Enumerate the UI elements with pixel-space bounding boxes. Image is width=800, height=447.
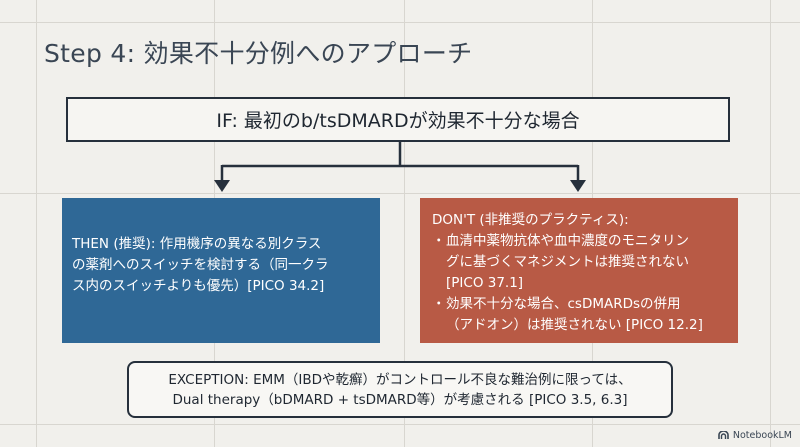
notebooklm-logo-icon bbox=[718, 431, 729, 439]
grid-line bbox=[36, 0, 37, 447]
grid-line bbox=[404, 0, 405, 447]
then-line: THEN (推奨): 作用機序の異なる別クラス bbox=[72, 236, 322, 252]
bullet-line: （アドオン）は推奨されない [PICO 12.2] bbox=[446, 317, 703, 333]
bullet-line: 血清中薬物抗体や血中濃度のモニタリン bbox=[446, 233, 689, 249]
exception-line: Dual therapy（bDMARD + tsDMARD等）が考慮される [P… bbox=[172, 392, 628, 408]
grid-line bbox=[770, 0, 771, 447]
dont-heading: DON'T (非推奨のプラクティス): bbox=[432, 212, 629, 228]
bullet-dot: ・ bbox=[432, 296, 446, 312]
bullet-dot: ・ bbox=[432, 233, 446, 249]
left-arrowhead bbox=[214, 180, 230, 192]
exception-line: EXCEPTION: EMM（IBDや乾癬）がコントロール不良な難治例に限っては… bbox=[168, 372, 632, 388]
if-condition-box: IF: 最初のb/tsDMARDが効果不十分な場合 bbox=[66, 97, 730, 142]
exception-box: EXCEPTION: EMM（IBDや乾癬）がコントロール不良な難治例に限っては… bbox=[127, 361, 673, 418]
notebooklm-watermark: NotebookLM bbox=[718, 430, 792, 441]
then-line: の薬剤へのスイッチを検討する（同一クラ bbox=[72, 257, 329, 273]
dont-practices-box: DON'T (非推奨のプラクティス): ・ 血清中薬物抗体や血中濃度のモニタリン… bbox=[420, 198, 738, 343]
slide-title: Step 4: 効果不十分例へのアプローチ bbox=[44, 39, 473, 68]
grid-line bbox=[0, 22, 800, 23]
bullet-line: 効果不十分な場合、csDMARDsの併用 bbox=[446, 296, 681, 312]
if-condition-text: IF: 最初のb/tsDMARDが効果不十分な場合 bbox=[216, 110, 580, 132]
then-line: ス内のスイッチよりも優先）[PICO 34.2] bbox=[72, 278, 325, 294]
grid-line bbox=[0, 424, 800, 425]
dont-bullet-item: ・ 効果不十分な場合、csDMARDsの併用 （アドオン）は推奨されない [PI… bbox=[432, 294, 728, 336]
watermark-label: NotebookLM bbox=[732, 430, 792, 441]
dont-bullet-item: ・ 血清中薬物抗体や血中濃度のモニタリン グに基づくマネジメントは推奨されない … bbox=[432, 231, 728, 294]
bullet-line: グに基づくマネジメントは推奨されない bbox=[446, 254, 689, 270]
then-recommendation-box: THEN (推奨): 作用機序の異なる別クラス の薬剤へのスイッチを検討する（同… bbox=[62, 198, 380, 343]
grid-line bbox=[0, 193, 800, 194]
bullet-line: [PICO 37.1] bbox=[446, 275, 524, 291]
right-arrowhead bbox=[570, 180, 586, 192]
